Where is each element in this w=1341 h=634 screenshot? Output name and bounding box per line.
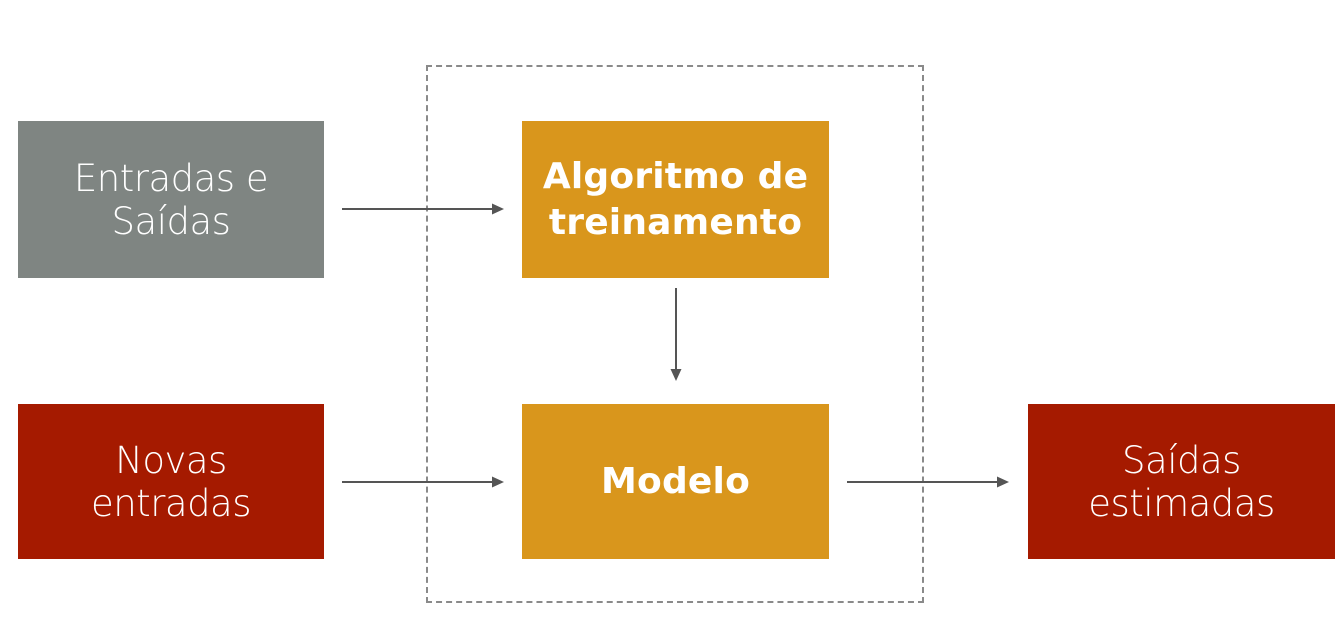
node-training-algorithm-text: Algoritmo de treinamento xyxy=(543,154,808,246)
system-boundary xyxy=(426,65,924,603)
node-training-algorithm-line1: Algoritmo de xyxy=(542,155,809,197)
node-new-inputs-text: Novas entradas xyxy=(90,438,252,525)
node-model-label: Modelo xyxy=(600,460,750,502)
node-new-inputs-line2: entradas xyxy=(90,481,252,525)
node-estimated-outputs: Saídas estimadas xyxy=(1028,404,1335,559)
node-inputs-outputs-text: Entradas e Saídas xyxy=(73,156,269,243)
node-inputs-outputs: Entradas e Saídas xyxy=(18,121,324,278)
node-inputs-outputs-line2: Saídas xyxy=(111,199,231,243)
node-new-inputs-line1: Novas xyxy=(115,438,227,482)
node-estimated-outputs-text: Saídas estimadas xyxy=(1088,438,1275,525)
node-inputs-outputs-line1: Entradas e xyxy=(73,156,269,200)
node-estimated-outputs-line1: Saídas xyxy=(1122,438,1241,482)
node-training-algorithm-line2: treinamento xyxy=(548,201,803,243)
node-training-algorithm: Algoritmo de treinamento xyxy=(522,121,829,278)
node-model: Modelo xyxy=(522,404,829,559)
node-new-inputs: Novas entradas xyxy=(18,404,324,559)
node-model-text: Modelo xyxy=(601,459,750,505)
node-estimated-outputs-line2: estimadas xyxy=(1088,481,1275,525)
